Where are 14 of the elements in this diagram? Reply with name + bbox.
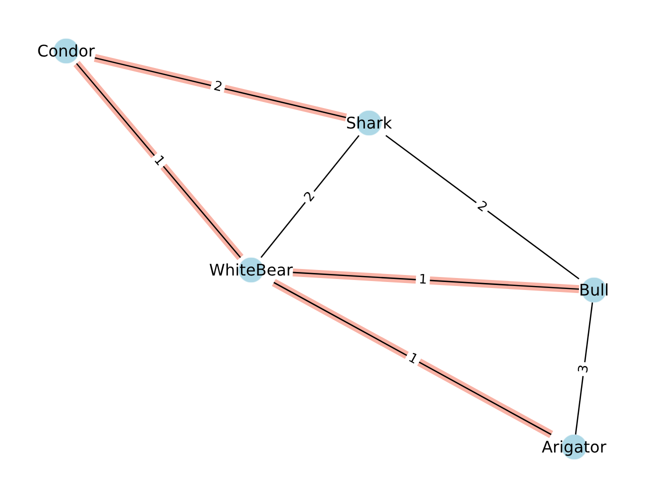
node-label: Bull <box>579 282 609 298</box>
node-label: WhiteBear <box>209 262 293 278</box>
node-label: Arigator <box>542 439 606 455</box>
highlighted-edge <box>94 54 347 122</box>
highlighted-edge <box>74 60 244 260</box>
highlighted-edge <box>272 279 554 438</box>
node-label: Condor <box>37 43 95 59</box>
edge-label: 2 <box>208 78 226 96</box>
edge-line <box>385 134 580 280</box>
edge-line <box>260 135 360 258</box>
edge-line <box>574 302 594 435</box>
graph-node <box>579 278 609 302</box>
node-label: Shark <box>346 115 392 131</box>
highlighted-edge <box>292 268 580 294</box>
